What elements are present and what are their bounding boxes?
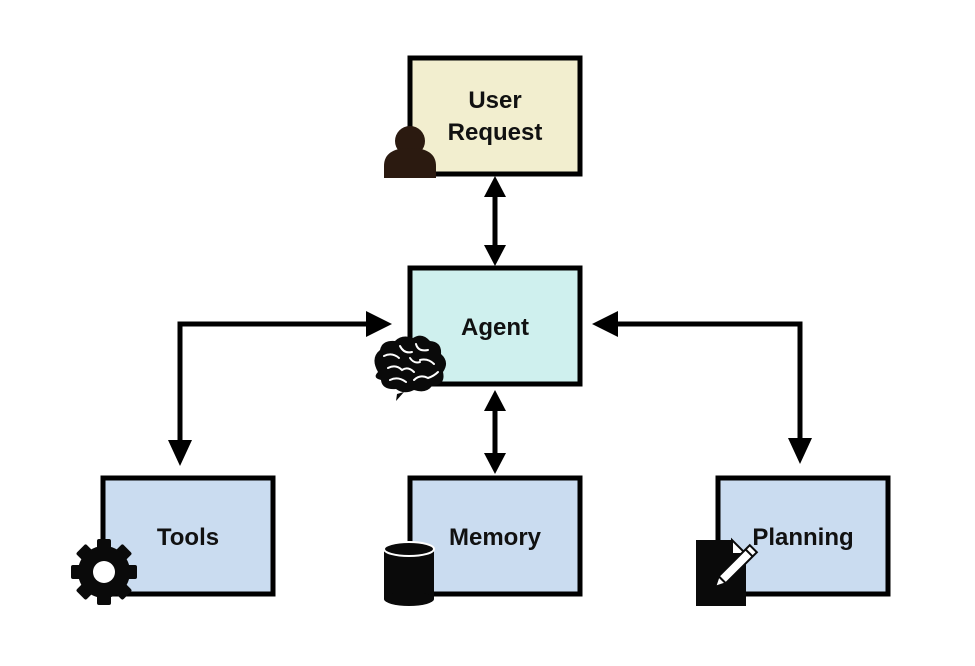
database-icon [383, 541, 435, 606]
node-user-request: User Request [384, 55, 583, 178]
edge-user-request-agent [484, 176, 506, 266]
memory-box [407, 475, 583, 597]
planning-label: Planning [752, 524, 853, 551]
person-icon [384, 126, 436, 178]
gear-icon [71, 539, 137, 605]
user-request-label-line1: User [468, 87, 521, 114]
document-pencil-icon [696, 537, 759, 606]
node-memory: Memory [383, 475, 583, 606]
user-request-label-line2: Request [448, 119, 543, 146]
memory-label: Memory [449, 524, 542, 551]
edge-agent-planning [592, 311, 812, 464]
planning-box [715, 475, 891, 597]
edge-agent-tools [168, 311, 392, 466]
brain-icon [374, 335, 447, 401]
agent-label: Agent [461, 314, 529, 341]
node-tools: Tools [71, 475, 276, 605]
node-agent: Agent [374, 265, 583, 401]
tools-label: Tools [157, 524, 219, 551]
connectors [168, 176, 812, 474]
user-request-box [407, 55, 583, 177]
edge-agent-memory [484, 390, 506, 474]
node-planning: Planning [696, 475, 891, 606]
